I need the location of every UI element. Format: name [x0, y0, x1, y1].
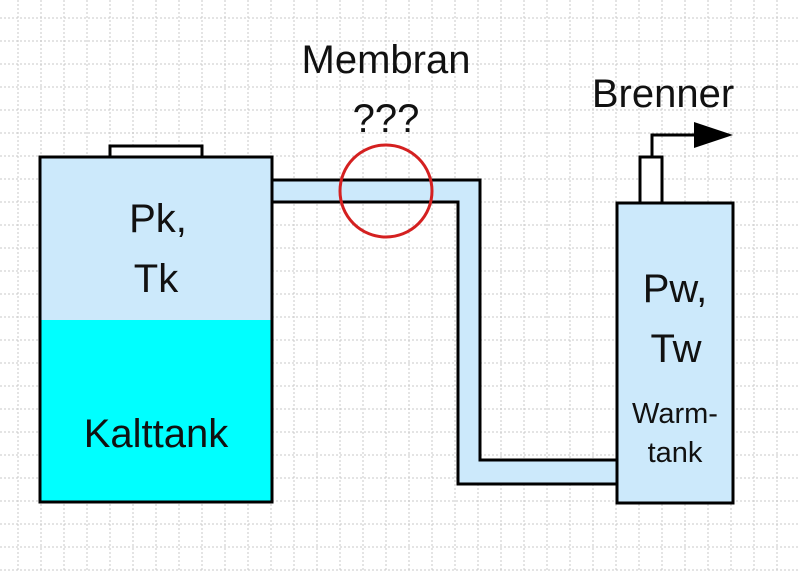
cold-tank-outline [38, 155, 274, 504]
cold-tank-temp-label: Tk [134, 257, 179, 301]
warm-tank: Pw, Tw Warm- tank [615, 201, 735, 505]
warm-tank-name-line2: tank [648, 437, 703, 469]
cold-tank-name: Kalttank [84, 412, 230, 456]
warm-tank-name-line1: Warm- [632, 398, 718, 430]
warm-tank-temp-label: Tw [650, 327, 701, 371]
membrane-question: ??? [353, 97, 420, 141]
warm-tank-body [615, 201, 735, 505]
cold-tank-gas [40, 157, 272, 320]
burner-pipe [638, 155, 664, 205]
membrane-marker-circle [338, 143, 434, 239]
cold-tank: Pk, Tk Kalttank [38, 155, 274, 504]
cold-tank-pressure-label: Pk, [129, 197, 187, 241]
membrane-label: Membran [302, 38, 471, 82]
connecting-pipe [270, 178, 620, 486]
burner-flow-line [650, 133, 700, 157]
burner-label: Brenner [592, 72, 734, 116]
warm-tank-pressure-label: Pw, [643, 267, 707, 311]
burner-arrow-icon [694, 122, 733, 148]
cold-tank-liquid [40, 320, 272, 502]
